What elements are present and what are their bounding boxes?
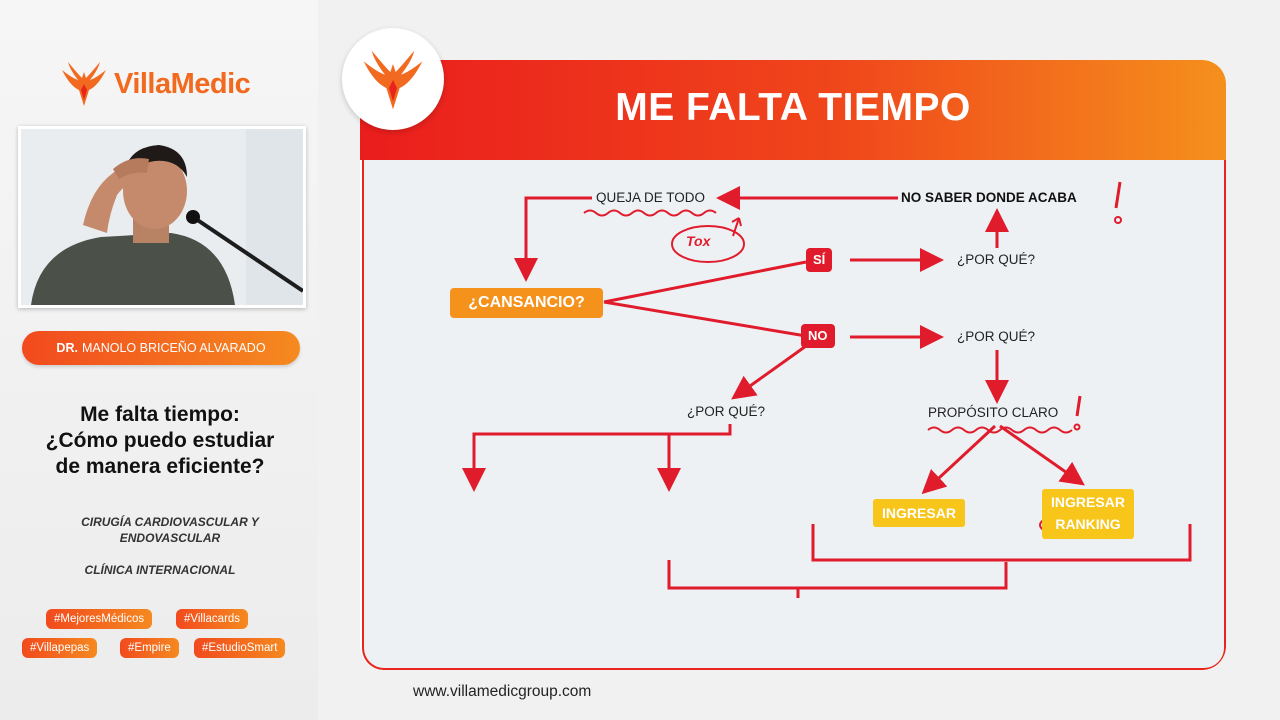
- node-no-saber-donde-acaba: NO SABER DONDE ACABA: [901, 190, 1077, 205]
- specialty: CIRUGÍA CARDIOVASCULAR Y ENDOVASCULAR: [40, 514, 300, 546]
- sidebar: VillaMedic DR.MANOLO BRICEÑO ALVARADO Me…: [0, 0, 318, 720]
- presenter-name: MANOLO BRICEÑO ALVARADO: [81, 341, 266, 355]
- talk-title-line-1: Me falta tiempo:: [80, 403, 240, 426]
- talk-title: Me falta tiempo: ¿Cómo puedo estudiar de…: [10, 402, 310, 480]
- slide-logo-badge: [342, 28, 444, 130]
- node-por-que-no: ¿POR QUÉ?: [957, 329, 1036, 344]
- node-ingresar-ranking-line-2: RANKING: [1055, 516, 1121, 532]
- slide-header: ME FALTA TIEMPO: [360, 60, 1226, 160]
- clinic: CLÍNICA INTERNACIONAL: [84, 563, 236, 577]
- node-por-que-si: ¿POR QUÉ?: [957, 252, 1036, 267]
- node-queja-de-todo: QUEJA DE TODO: [596, 190, 706, 205]
- node-proposito-claro: PROPÓSITO CLARO: [928, 405, 1059, 420]
- presenter-prefix: DR.: [56, 341, 78, 355]
- tag-estudio-smart: #EstudioSmart: [194, 638, 286, 658]
- phoenix-badge-icon: [363, 50, 423, 110]
- node-cansancio: ¿CANSANCIO?: [450, 288, 603, 318]
- presenter-video: [18, 126, 306, 308]
- talk-title-line-3: de manera eficiente?: [55, 455, 265, 478]
- footer-url: www.villamedicgroup.com: [413, 683, 592, 700]
- slide-title: ME FALTA TIEMPO: [615, 86, 971, 129]
- phoenix-logo-icon: [62, 62, 106, 106]
- tag-villacards: #Villacards: [176, 609, 249, 629]
- node-ingresar-ranking: INGRESAR RANKING: [1042, 489, 1134, 539]
- tag-villapepas: #Villapepas: [22, 638, 98, 658]
- presenter-name-pill: DR.MANOLO BRICEÑO ALVARADO: [22, 331, 300, 365]
- brand-name: VillaMedic: [114, 68, 251, 100]
- specialty-line-2: ENDOVASCULAR: [119, 531, 221, 545]
- node-si: SÍ: [806, 248, 833, 272]
- handwritten-tox: Tox: [686, 233, 711, 249]
- tag-mejores-medicos: #MejoresMédicos: [46, 609, 153, 629]
- node-ingresar-ranking-line-1: INGRESAR: [1051, 494, 1125, 510]
- slide-body: [362, 160, 1226, 670]
- specialty-line-1: CIRUGÍA CARDIOVASCULAR Y: [81, 515, 259, 529]
- node-por-que-left: ¿POR QUÉ?: [687, 404, 766, 419]
- node-no: NO: [801, 324, 835, 348]
- tag-empire: #Empire: [120, 638, 179, 658]
- presenter-video-frame: [21, 129, 303, 305]
- talk-title-line-2: ¿Cómo puedo estudiar: [45, 429, 275, 452]
- villamedic-logo: VillaMedic: [58, 60, 268, 110]
- node-ingresar: INGRESAR: [873, 499, 965, 527]
- slide: ME FALTA TIEMPO: [360, 60, 1226, 670]
